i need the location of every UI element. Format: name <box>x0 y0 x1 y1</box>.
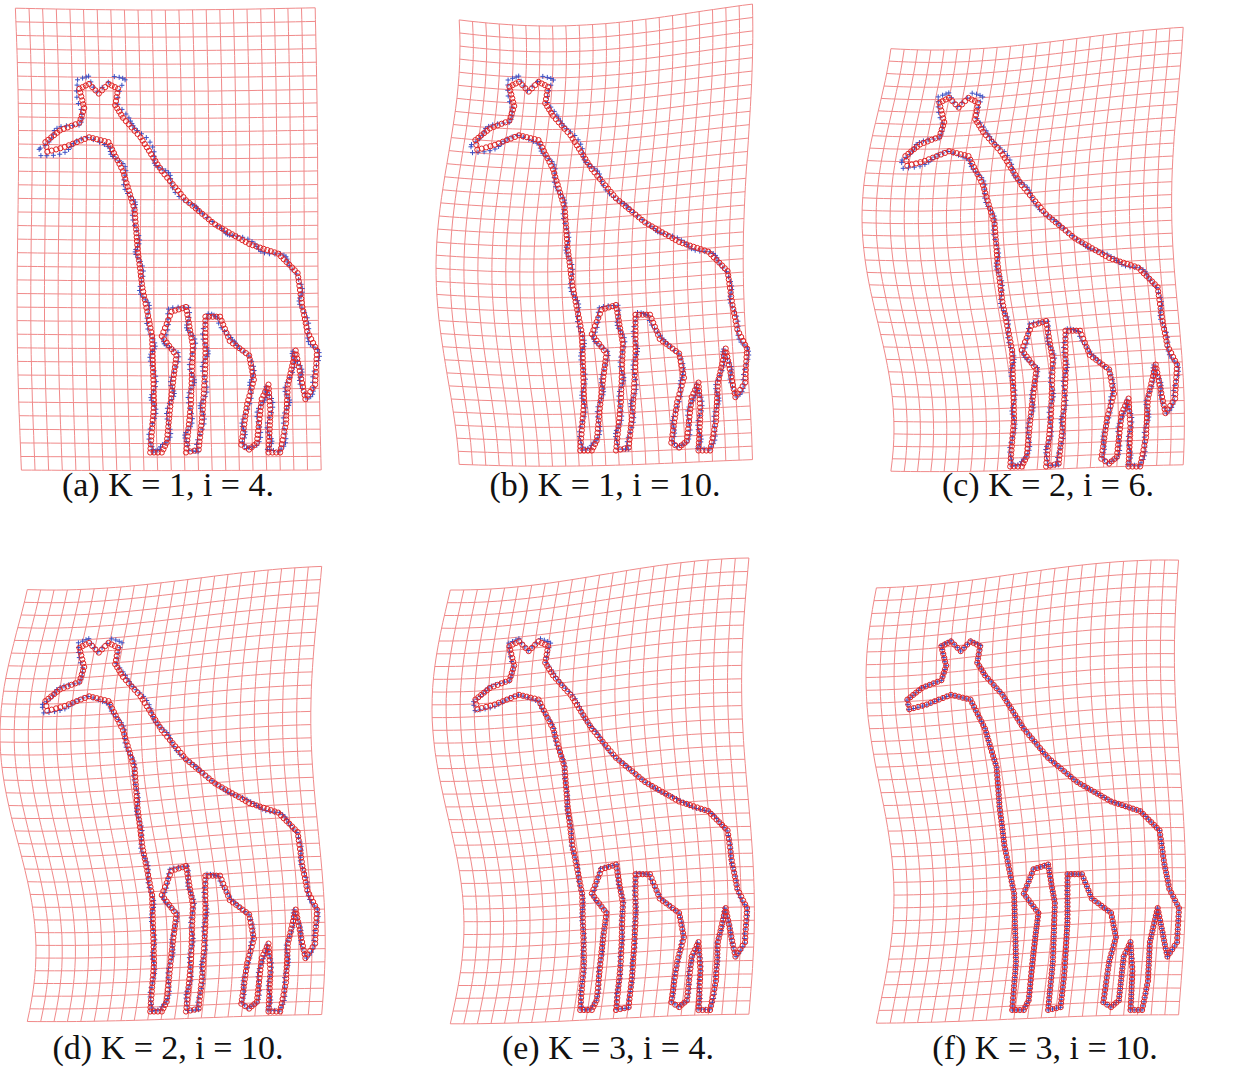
deformation-grid <box>862 27 1184 471</box>
source-points <box>40 636 321 1014</box>
deformation-grid <box>436 4 753 466</box>
deformation-grid <box>866 560 1186 1023</box>
source-points <box>471 636 750 1012</box>
panel-caption: (c) K = 2, i = 6. <box>942 466 1154 503</box>
source-points <box>469 74 752 453</box>
deformation-grid <box>0 566 325 1021</box>
panel-caption: (a) K = 1, i = 4. <box>62 466 274 503</box>
target-points <box>473 639 750 1013</box>
panel-caption: (d) K = 2, i = 10. <box>53 1029 284 1066</box>
deformation-grid <box>15 8 321 471</box>
target-points <box>905 639 1182 1013</box>
source-points <box>905 638 1182 1012</box>
deformation-grid <box>432 558 754 1024</box>
panel-caption: (f) K = 3, i = 10. <box>932 1029 1157 1066</box>
source-points <box>37 74 322 455</box>
target-points <box>43 640 320 1014</box>
panel-caption: (e) K = 3, i = 4. <box>502 1029 714 1066</box>
target-points <box>903 95 1180 469</box>
target-points <box>43 81 320 455</box>
target-points <box>473 79 750 453</box>
source-points <box>899 90 1181 468</box>
panel-caption: (b) K = 1, i = 10. <box>490 466 721 503</box>
